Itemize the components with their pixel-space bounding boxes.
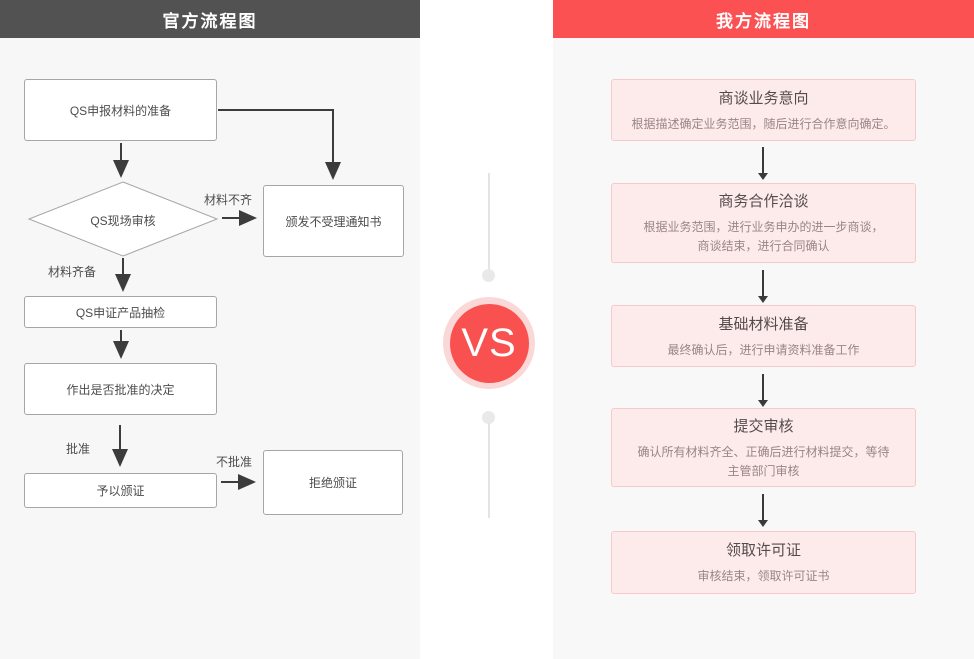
- step-desc: 最终确认后，进行申请资料准备工作: [667, 342, 860, 357]
- vs-badge: VS: [443, 297, 535, 389]
- elbow-prepare-to-notice: [218, 109, 341, 180]
- label-approved: 批准: [66, 442, 91, 456]
- step-desc: 确认所有材料齐全、正确后进行材料提交，等待 主管部门审核: [637, 444, 890, 478]
- node-qs-onsite-review: QS现场审核: [90, 214, 156, 228]
- node-qs-material-prepare: QS申报材料的准备: [24, 79, 217, 141]
- node-refuse-certificate: 拒绝颁证: [263, 450, 403, 515]
- arrow-down-icon: [758, 147, 768, 180]
- step-title: 商务合作洽谈: [718, 193, 809, 211]
- step-desc: 根据描述确定业务范围，随后进行合作意向确定。: [631, 116, 896, 131]
- divider-line-top: [488, 173, 490, 270]
- vs-label: VS: [461, 320, 517, 365]
- node-approval-decision: 作出是否批准的决定: [24, 363, 217, 415]
- node-product-sampling: QS申证产品抽检: [24, 296, 217, 328]
- step-desc: 根据业务范围，进行业务申办的进一步商谈， 商谈结束，进行合同确认: [643, 220, 884, 253]
- label-not-approved: 不批准: [216, 455, 253, 469]
- step-title: 基础材料准备: [718, 315, 809, 333]
- node-grant-certificate: 予以颁证: [24, 473, 217, 508]
- step-desc: 审核结束，领取许可证书: [697, 569, 830, 584]
- divider-line-bottom: [488, 423, 490, 518]
- arrow-down-icon: [758, 374, 768, 407]
- divider-dot-bottom: [482, 411, 495, 424]
- official-flow-panel: 官方流程图 QS申报材料的准备 QS现场审核 颁发不受理通知书 QS申证产品抽检…: [0, 0, 420, 659]
- step-material-prepare: 基础材料准备 最终确认后，进行申请资料准备工作: [611, 305, 916, 367]
- label-material-incomplete: 材料不齐: [204, 193, 253, 207]
- divider-dot-top: [482, 269, 495, 282]
- vs-divider: VS: [420, 0, 553, 659]
- step-business-intent: 商谈业务意向 根据描述确定业务范围，随后进行合作意向确定。: [611, 79, 916, 141]
- step-get-license: 领取许可证 审核结束，领取许可证书: [611, 531, 916, 594]
- step-title: 领取许可证: [725, 542, 801, 560]
- step-cooperation-talk: 商务合作洽谈 根据业务范围，进行业务申办的进一步商谈， 商谈结束，进行合同确认: [611, 183, 916, 263]
- our-flow-panel: 我方流程图 商谈业务意向 根据描述确定业务范围，随后进行合作意向确定。 商务合作…: [553, 0, 974, 659]
- our-panel-title: 我方流程图: [553, 0, 974, 38]
- official-panel-title: 官方流程图: [0, 0, 420, 38]
- arrow-down-icon: [758, 270, 768, 303]
- label-material-complete: 材料齐备: [48, 265, 97, 279]
- step-title: 提交审核: [733, 417, 794, 435]
- node-rejection-notice: 颁发不受理通知书: [263, 185, 404, 257]
- arrow-down-icon: [758, 494, 768, 527]
- step-title: 商谈业务意向: [718, 89, 809, 107]
- vs-circle: VS: [449, 303, 529, 383]
- step-submit-review: 提交审核 确认所有材料齐全、正确后进行材料提交，等待 主管部门审核: [611, 408, 916, 487]
